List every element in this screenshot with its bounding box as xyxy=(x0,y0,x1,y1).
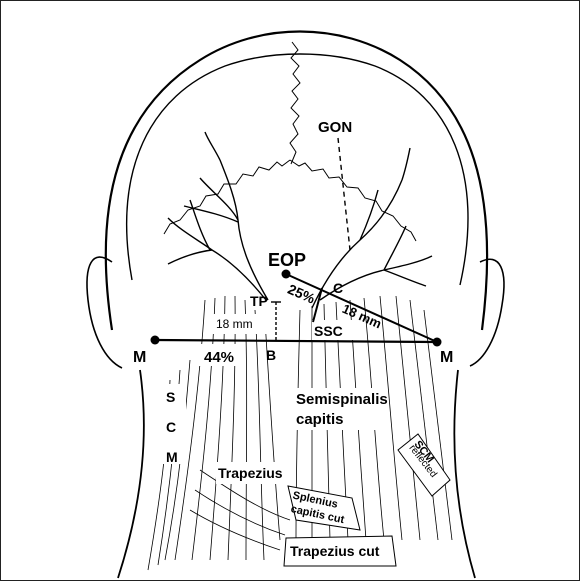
m-left-label: M xyxy=(133,349,146,366)
lambdoid-suture-left xyxy=(164,160,290,234)
percent-label: 44% xyxy=(204,349,234,366)
lambdoid-suture-right xyxy=(290,160,416,241)
neck-right-edge xyxy=(454,370,475,578)
capitis-label: capitis xyxy=(296,411,344,428)
neck-left-edge xyxy=(118,370,144,578)
m-left-point xyxy=(151,336,160,345)
semispinalis-label: Semispinalis xyxy=(296,391,388,408)
m-right-point xyxy=(433,338,442,347)
trapezius-label: Trapezius xyxy=(218,465,283,481)
distance-left-label: 18 mm xyxy=(216,317,253,331)
scm-label-c: C xyxy=(166,419,176,435)
trapezius-cut-label: Trapezius cut xyxy=(290,543,380,559)
left-ear xyxy=(87,257,122,368)
c-label: C xyxy=(333,280,343,296)
m-right-label: M xyxy=(440,349,453,366)
scm-label-s: S xyxy=(166,389,175,405)
gon-pointer-line xyxy=(338,138,350,250)
nerve-branches-right xyxy=(312,148,432,308)
eop-point xyxy=(282,270,291,279)
sagittal-suture xyxy=(290,42,300,164)
gon-label: GON xyxy=(318,119,352,136)
b-label: B xyxy=(266,347,276,363)
m-to-m-line xyxy=(155,340,437,342)
tp-label: TP xyxy=(250,293,268,309)
eop-label: EOP xyxy=(268,250,306,270)
angle-label: 25% xyxy=(285,281,318,307)
scm-label-m: M xyxy=(166,449,178,465)
ssc-label: SSC xyxy=(314,323,343,339)
